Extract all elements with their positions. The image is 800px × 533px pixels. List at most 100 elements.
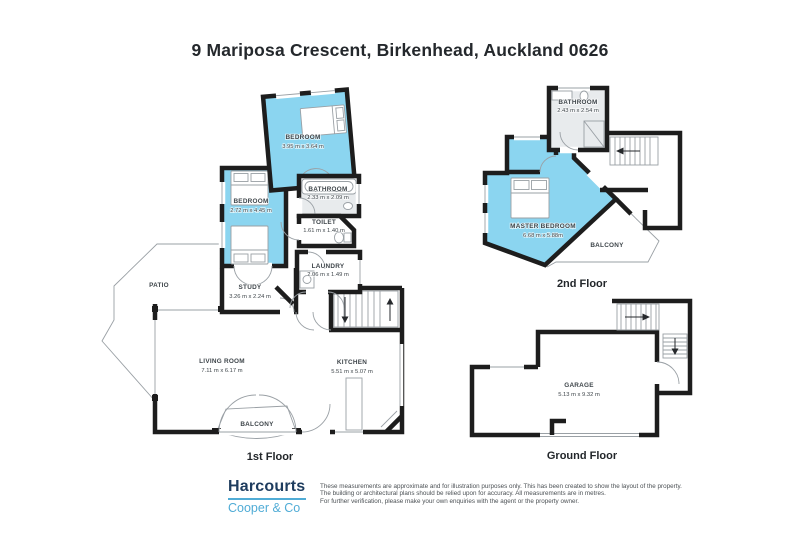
sink-icon [343,202,353,210]
master-bedroom-label: MASTER BEDROOM [510,223,576,230]
door-arc [258,394,297,433]
garage-room [469,329,680,439]
bed-icon [510,177,550,219]
kitchen-label: KITCHEN [337,359,367,366]
stairs-arrowhead [616,147,624,155]
door-arc [298,197,316,215]
bedroom-top-label: BEDROOM [285,134,320,141]
window-icon [275,93,300,97]
door-arc [539,155,557,173]
first-floor-stairs-icon [328,285,402,333]
door-arc [301,403,331,433]
brand-underline [228,497,306,500]
wall-post [152,395,158,401]
bed-base [299,104,347,137]
bedroom-left-label: BEDROOM [233,198,268,205]
brand-name: Harcourts [228,478,306,495]
kitchen-island [345,377,363,431]
toilet-label: TOILET [312,219,336,226]
toilet-dims: 1.61 m x 1.40 m [303,228,345,234]
bedroom-top-dims: 3.95 m x 3.64 m [282,144,324,150]
second-floor-stairs-icon [600,130,683,231]
washer-body [299,270,315,289]
wall-notch [549,418,566,435]
bed-pillow [250,253,266,263]
disclaimer-text: These measurements are approximate and f… [320,479,682,505]
first-floor-plan: BEDROOM 3.95 m x 3.64 m BEDROOM 2.72 m x… [101,87,405,463]
door-arc [656,361,680,385]
footer: Harcourts Cooper & Co These measurements… [228,478,682,515]
laundry-dims: 2.06 m x 1.49 m [307,272,349,278]
angled-wall [614,197,633,216]
toilet-tank [343,232,352,243]
second-floor-caption: 2nd Floor [557,278,608,290]
door-arc [289,291,307,309]
disclaimer-line: These measurements are approximate and f… [320,483,682,490]
shower-icon [583,120,605,148]
wall-post [152,306,158,312]
stairs-arrowhead [671,348,679,355]
door-arc [559,131,579,151]
bed-blanket [331,105,336,134]
second-floor-plan: BATHROOM 2.43 m x 2.54 m MASTER BEDROOM … [481,84,683,290]
first-floor-caption: 1st Floor [247,451,294,463]
stair-wing-walls [607,130,683,231]
stairs-arrowhead [386,298,394,305]
bed-pillow [513,180,530,190]
toilet-room [280,213,357,249]
laundry-room [289,248,364,309]
toilet-bowl [334,231,344,244]
door-arc [233,265,254,286]
stairs-arrowhead [341,316,349,323]
door-arc [312,311,332,331]
bed-icon [230,170,269,206]
door-arc [327,291,345,309]
bathroom-second-room [546,84,610,154]
bed-pillow [336,119,346,132]
stairs-outline [616,303,660,331]
washer-door [302,275,312,284]
living-room-dims: 7.11 m x 6.17 m [201,368,242,374]
bedroom-left-room [218,165,289,286]
bed-icon [299,104,347,137]
living-room-label: LIVING ROOM [199,358,245,365]
patio-label: PATIO [149,282,169,289]
bed-pillow [233,173,249,182]
garage-dims: 5.13 m x 9.32 m [558,392,600,398]
balcony-rail [216,405,297,432]
bedroom-left-dims: 2.72 m x 4.45 m [230,208,272,214]
laundry-label: LAUNDRY [312,263,345,270]
shower-line [583,120,605,148]
garage-label: GARAGE [564,382,594,389]
fireplace-line [380,410,398,428]
shower-tray [583,120,605,148]
window-icon [310,90,335,94]
bathroom-label: BATHROOM [308,186,347,193]
bed-icon [230,225,269,265]
door-arc [280,221,300,241]
stair-wing-walls [612,298,693,396]
toilet-icon [579,90,589,102]
first-floor-outer-walls [151,288,405,436]
balcony-label: BALCONY [240,421,274,428]
bathroom-dims: 2.33 m x 2.09 m [307,195,349,201]
disclaimer-line: For further verification, please make yo… [320,497,580,505]
bed-pillow [250,173,266,182]
door-arc [295,311,315,331]
angled-wall [274,285,295,306]
fireplace-icon [384,414,404,434]
patio-outline [101,243,222,402]
brand-subname: Cooper & Co [228,500,301,515]
door-gap [586,170,606,190]
stairs-outline [333,290,399,328]
bedroom-top-room [260,87,358,193]
bed-pillow [233,253,249,263]
ground-floor-stairs-icon [612,298,693,396]
disclaimer-line: The building or architectural plans shou… [320,490,606,498]
bed-pillow [335,106,345,119]
bed-pillow [531,180,547,190]
door-arc [307,251,326,270]
balcony-second-label: BALCONY [590,242,624,249]
